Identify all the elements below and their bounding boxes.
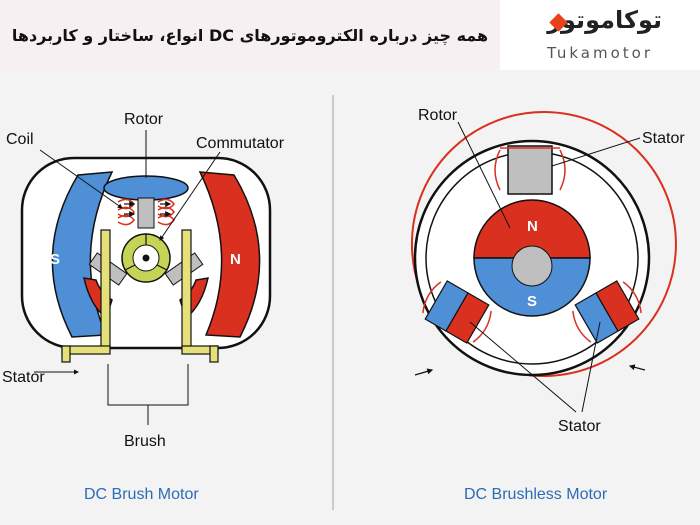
rotor-arm-top xyxy=(137,197,155,229)
brush-left xyxy=(61,229,111,363)
logo: توکاموتور Tukamotor xyxy=(500,0,700,70)
label-stator-top-brushless: Stator xyxy=(642,130,685,147)
coil-current-arrows xyxy=(124,201,172,217)
winding-arrows xyxy=(414,364,646,376)
header: همه چیز درباره الکتروموتورهای DC انواع، … xyxy=(0,0,700,70)
rotor-shaft xyxy=(511,245,553,287)
rotor-magnet-s xyxy=(473,257,591,317)
stator-coil-right xyxy=(572,280,642,344)
brushless-motor-leaders xyxy=(457,121,641,413)
rotor-pole-top xyxy=(103,175,189,201)
logo-text: توکاموتور xyxy=(547,6,662,34)
label-commutator: Commutator xyxy=(196,135,285,152)
shaft xyxy=(142,254,150,262)
label-rotor: Rotor xyxy=(124,111,164,128)
stator-magnet-n xyxy=(198,171,261,338)
motor-diagrams: S N xyxy=(2,95,685,510)
pole-label-n-brushless: N xyxy=(527,218,538,235)
pole-label-s: S xyxy=(50,251,60,268)
stator-coil-left xyxy=(422,280,492,344)
caption-brush-motor: DC Brush Motor xyxy=(84,486,199,503)
pole-label-s-brushless: S xyxy=(527,293,537,310)
logo-latin: Tukamotor xyxy=(546,44,654,62)
stator-coil-top xyxy=(494,145,566,195)
brushless-motor: N S Rotor Stator Stator DC Brus xyxy=(410,107,685,503)
label-stator-bottom-brushless: Stator xyxy=(558,418,601,435)
pole-label-n: N xyxy=(230,251,241,268)
brush-motor-leaders xyxy=(34,130,221,425)
brush-motor: S N xyxy=(2,111,285,503)
label-rotor-brushless: Rotor xyxy=(418,107,458,124)
label-brush: Brush xyxy=(124,433,166,450)
commutator-segments xyxy=(124,234,168,271)
label-stator: Stator xyxy=(2,369,45,386)
page-title: همه چیز درباره الکتروموتورهای DC انواع، … xyxy=(11,25,489,45)
title-bar: همه چیز درباره الکتروموتورهای DC انواع، … xyxy=(0,0,500,70)
brush-right xyxy=(181,229,219,363)
label-coil: Coil xyxy=(6,131,34,148)
caption-brushless-motor: DC Brushless Motor xyxy=(464,486,608,503)
